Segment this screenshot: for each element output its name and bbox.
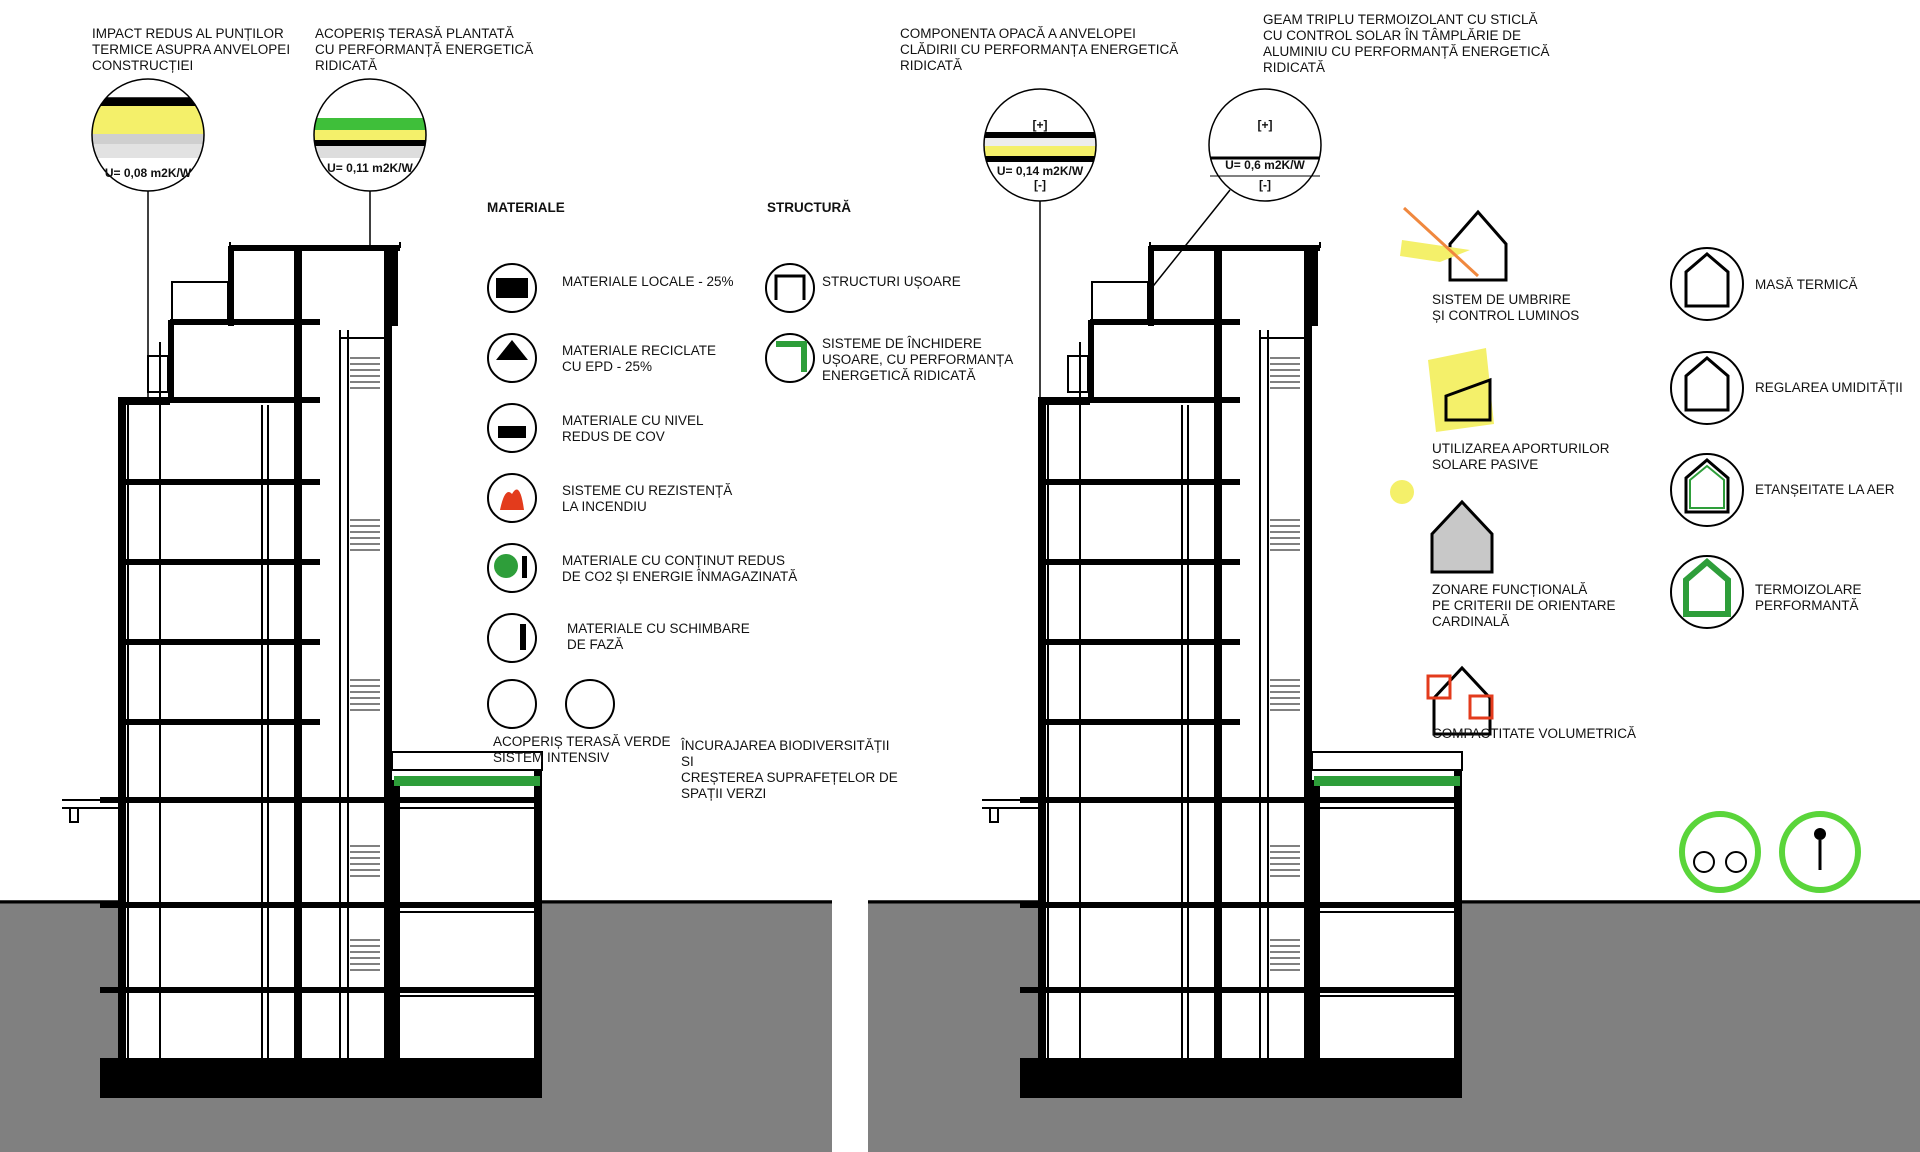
shading-icon [1400,206,1508,282]
feature-label-4: TERMOIZOLARE PERFORMANTĂ [1755,582,1862,613]
strategy-label-1: SISTEM DE UMBRIRE ȘI CONTROL LUMINOS [1432,292,1580,323]
phase-change-icon [487,613,537,663]
label-triple-glazing: GEAM TRIPLU TERMOIZOLANT CU STICLĂ CU CO… [1263,12,1550,75]
biodiversity-label-2: ÎNCURAJAREA BIODIVERSITĂȚII SI CREȘTEREA… [681,738,898,801]
feature-label-2: REGLAREA UMIDITĂȚII [1755,380,1903,395]
strategy-label-3: ZONARE FUNCȚIONALĂ PE CRITERII DE ORIENT… [1432,582,1616,629]
strategy-label-4: COMPACTITATE VOLUMETRICĂ [1432,726,1637,741]
tree-icon [487,543,537,593]
biodiversity-icon-2 [565,679,615,729]
humidity-icon [1670,351,1744,425]
detail-4-plus: [+] [1257,118,1273,132]
label-thermal-bridges: IMPACT REDUS AL PUNȚILOR TERMICE ASUPRA … [92,26,291,73]
structure-label-2: SISTEME DE ÎNCHIDERE UȘOARE, CU PERFORMA… [822,336,1014,383]
u-value-2: U= 0,11 m2K/W [327,161,413,175]
airtight-icon [1670,453,1744,527]
detail-circle-4 [1149,88,1322,291]
building-section-left [0,0,542,1152]
envelope-system-icon [765,333,815,383]
bicycle-icon [1679,811,1761,893]
mobility-icons [1679,811,1861,893]
passive-icons [1390,206,1508,736]
material-label-3: MATERIALE CU NIVEL REDUS DE COV [562,413,704,444]
feature-label-3: ETANȘEITATE LA AER [1755,482,1895,497]
detail-3-minus: [-] [1034,178,1046,192]
recycle-icon [487,333,537,383]
fire-icon [487,473,537,523]
structure-label-1: STRUCTURI UȘOARE [822,274,961,289]
label-green-roof: ACOPERIȘ TERASĂ PLANTATĂ CU PERFORMANȚĂ … [315,26,534,73]
thermal-mass-icon [1670,247,1744,321]
detail-3-plus: [+] [1032,118,1048,132]
material-label-1: MATERIALE LOCALE - 25% [562,274,734,289]
light-frame-icon [765,263,815,313]
panel-divider [832,0,868,1152]
orientation-zoning-icon [1430,499,1494,574]
green-roof-strip-left [394,776,540,786]
low-voc-icon [487,403,537,453]
u-value-4: U= 0,6 m2K/W [1225,158,1305,172]
building-section-right [920,0,1462,1152]
detail-circle-2 [313,78,427,248]
materials-heading: MATERIALE [487,200,565,215]
biodiversity-icon-1 [487,679,537,729]
solar-gain-icon [1390,348,1494,504]
envelope-icons [1670,247,1744,629]
u-value-3: U= 0,14 m2K/W [996,164,1084,178]
structure-heading: STRUCTURĂ [767,200,851,215]
material-label-6: MATERIALE CU SCHIMBARE DE FAZĂ [567,621,750,652]
strategy-label-2: UTILIZAREA APORTURILOR SOLARE PASIVE [1432,441,1610,472]
detail-4-minus: [-] [1259,178,1271,192]
bricks-icon [487,263,537,313]
material-label-5: MATERIALE CU CONȚINUT REDUS DE CO2 ȘI EN… [562,553,798,584]
label-opaque-envelope: COMPONENTA OPACĂ A ANVELOPEI CLĂDIRII CU… [900,26,1179,73]
feature-label-1: MASĂ TERMICĂ [1755,277,1858,292]
green-roof-strip-right [1314,776,1460,786]
detail-circle-1 [91,78,205,400]
u-value-1: U= 0,08 m2K/W [104,166,192,180]
material-label-2: MATERIALE RECICLATE CU EPD - 25% [562,343,717,374]
material-icons [487,263,815,729]
biodiversity-label-1: ACOPERIȘ TERASĂ VERDE SISTEM INTENSIV [493,734,671,765]
insulation-icon [1670,555,1744,629]
detail-circle-3 [983,88,1097,400]
material-label-4: SISTEME CU REZISTENȚĂ LA INCENDIU [562,483,733,514]
compactness-icon [1426,665,1494,736]
